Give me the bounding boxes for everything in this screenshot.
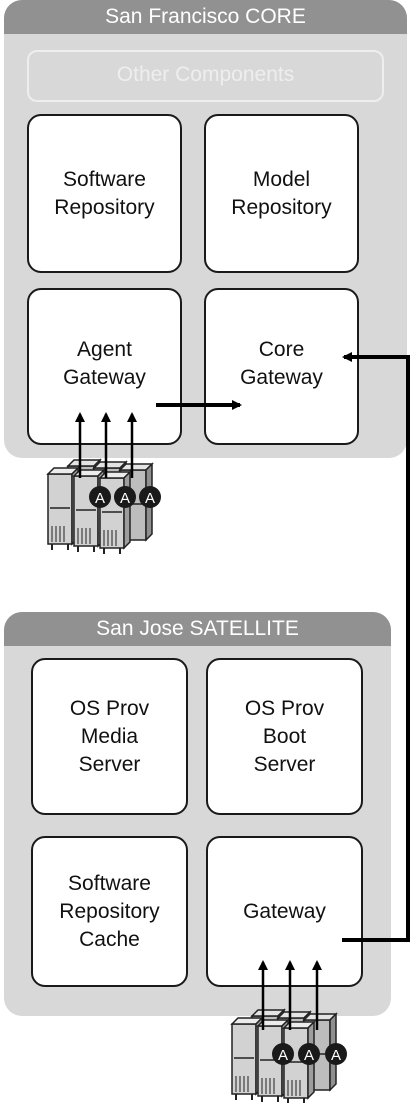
agent-badge-label: A <box>278 1047 288 1064</box>
other-components-box: Other Components <box>27 50 384 102</box>
agent-badge-label: A <box>304 1047 314 1064</box>
agent-badge-label: A <box>145 490 155 507</box>
satellite-gateway-box: Gateway <box>206 836 363 987</box>
core-gateway-box: Core Gateway <box>204 288 359 445</box>
agent-badge-icon <box>325 1043 347 1065</box>
os-prov-media-server-box: OS Prov Media Server <box>31 658 188 815</box>
agent-badge-icon <box>298 1043 320 1065</box>
agent-gateway-box: Agent Gateway <box>27 288 182 445</box>
server-rack-icon <box>283 1013 337 1103</box>
agent-badge-label: A <box>331 1047 341 1064</box>
agent-badge-icon <box>114 486 136 508</box>
server-rack-icon <box>99 463 153 555</box>
model-repository-box: Model Repository <box>204 114 359 273</box>
server-rack-icon <box>257 1011 311 1103</box>
satellite-servers <box>231 1009 337 1103</box>
core-agent-badges: A A A <box>89 486 161 508</box>
server-rack-icon <box>47 459 101 551</box>
agent-badge-icon <box>89 486 111 508</box>
software-repository-cache-box: Software Repository Cache <box>31 836 188 987</box>
core-title: San Francisco CORE <box>4 0 407 34</box>
server-rack-icon <box>231 1009 285 1101</box>
core-servers <box>47 459 153 555</box>
agent-badge-label: A <box>95 490 105 507</box>
server-rack-icon <box>73 461 127 553</box>
agent-badge-icon <box>139 486 161 508</box>
satellite-title: San Jose SATELLITE <box>4 612 391 646</box>
satellite-agent-badges: A A A <box>272 1043 347 1065</box>
os-prov-boot-server-box: OS Prov Boot Server <box>206 658 363 815</box>
agent-badge-label: A <box>120 490 130 507</box>
agent-badge-icon <box>272 1043 294 1065</box>
software-repository-box: Software Repository <box>27 114 182 273</box>
